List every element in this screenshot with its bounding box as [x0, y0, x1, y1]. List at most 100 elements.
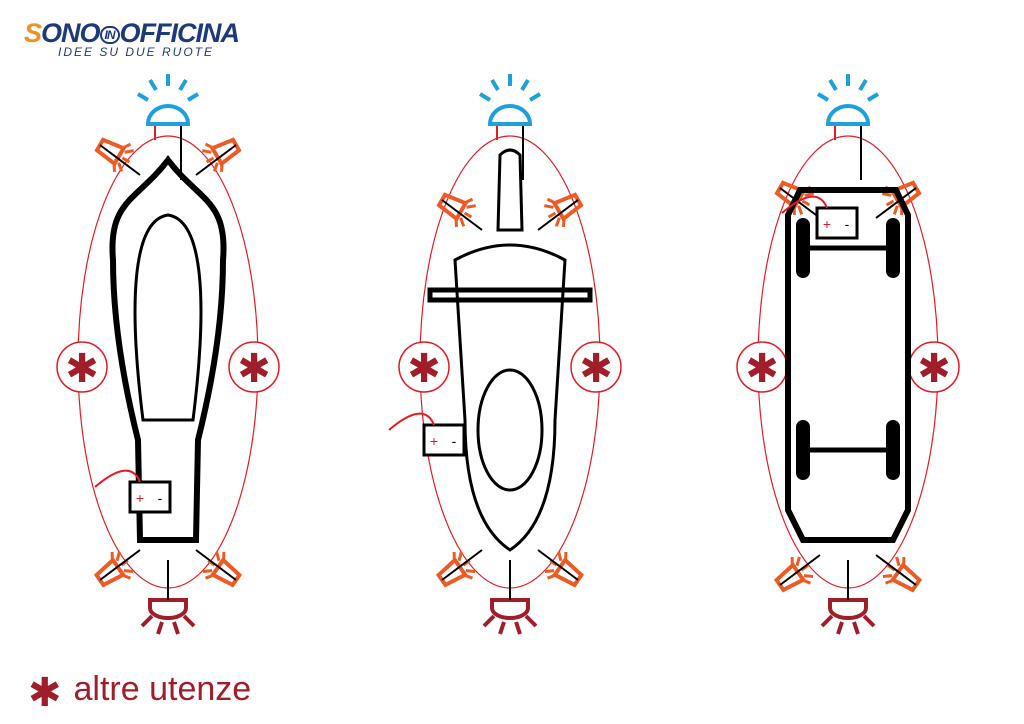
asterisk-icon: ✱ — [65, 346, 99, 392]
turn-signal-ray — [204, 574, 213, 580]
panel-car: ✱✱+- — [736, 74, 960, 635]
rear-light-ray — [498, 621, 506, 635]
turn-signal-ray — [564, 551, 568, 560]
turn-signal-ray — [110, 551, 114, 560]
battery-minus: - — [452, 433, 457, 449]
beacon-dome — [145, 104, 191, 126]
vehicle-car — [785, 187, 911, 543]
turn-signal-ray — [457, 551, 463, 562]
rear-light-body — [828, 598, 868, 620]
turn-signal-ray — [801, 199, 811, 207]
beacon-ray — [858, 78, 868, 92]
aux-outlet-icon: ✱ — [228, 341, 280, 393]
rear-light-icon — [820, 598, 876, 635]
battery-body — [422, 423, 466, 457]
rear-light-ray — [482, 614, 496, 628]
turn-signal-ray — [546, 197, 555, 204]
beacon-ray — [816, 92, 830, 102]
logo-tagline: IDEE SU DUE RUOTE — [58, 45, 215, 59]
turn-signal-ray — [123, 569, 134, 573]
turn-signal-ray — [544, 569, 555, 573]
beacon-ray — [178, 78, 188, 92]
aux-circle — [570, 341, 622, 393]
turn-signal-ray — [123, 574, 132, 580]
asterisk-icon: ✱ — [407, 346, 441, 392]
turn-signal-ray — [205, 156, 215, 164]
battery-positive-wire — [781, 195, 828, 214]
car-wheel — [886, 420, 900, 480]
turn-signal-ray — [795, 556, 801, 567]
turn-signal-ray — [123, 142, 132, 149]
asterisk-icon: ✱ — [579, 346, 613, 392]
turn-signal-ray — [790, 556, 794, 565]
rear-light-icon — [140, 598, 196, 635]
aux-outlet-icon: ✱ — [398, 341, 450, 393]
indicator-wire — [195, 144, 237, 176]
indicator-wire — [537, 199, 579, 231]
turn-signal-icon — [436, 192, 476, 227]
aux-circle — [228, 341, 280, 393]
indicator-wire — [779, 187, 821, 219]
vehicle-motorcycle — [109, 155, 227, 543]
indicator-wire — [441, 199, 483, 231]
indicator-wire — [195, 549, 237, 581]
indicator-wire — [875, 187, 917, 219]
aux-outlet-icon: ✱ — [56, 341, 108, 393]
turn-signal-ray — [204, 142, 213, 149]
beacon-ray — [528, 92, 542, 102]
rear-light-ray — [156, 621, 164, 635]
rear-light-icon — [482, 598, 538, 635]
turn-signal-body — [889, 561, 923, 593]
motorcycle-frame — [109, 155, 227, 543]
turn-signal-ray — [557, 551, 563, 562]
turn-signal-ray — [465, 569, 476, 573]
scooter-seat — [476, 368, 544, 492]
turn-signal-body — [209, 556, 243, 588]
rear-light-ray — [514, 621, 522, 635]
turn-signal-icon — [202, 137, 242, 172]
turn-signal-ray — [112, 164, 117, 172]
battery-minus: - — [845, 216, 850, 232]
turn-signal-body — [94, 137, 127, 167]
battery-plus: + — [823, 216, 831, 232]
logo-in: IN — [99, 25, 120, 44]
rear-light-ray — [862, 614, 876, 628]
logo-ono: ONO — [41, 18, 101, 48]
rear-light-body — [148, 598, 188, 620]
rear-light-ray — [172, 621, 180, 635]
turn-signal-ray — [124, 149, 134, 154]
turn-signal-icon — [93, 551, 134, 588]
turn-signal-ray — [202, 149, 212, 154]
indicator-wire — [441, 549, 483, 581]
beacon-light-icon — [816, 74, 880, 126]
turn-signal-ray — [803, 574, 814, 578]
rear-light-ray — [852, 621, 860, 635]
turn-signal-ray — [452, 551, 456, 560]
motorcycle-seat — [133, 213, 203, 422]
turn-signal-ray — [459, 217, 466, 227]
battery-minus: - — [158, 490, 163, 506]
turn-signal-ray — [117, 162, 124, 172]
legend: ✱altre utenze — [28, 670, 251, 716]
battery-positive-wire — [388, 412, 435, 431]
turn-signal-ray — [803, 579, 812, 585]
turn-signal-body — [551, 556, 585, 588]
beacon-ray — [520, 78, 530, 92]
vehicle-scooter — [427, 148, 593, 552]
turn-signal-icon — [94, 137, 134, 172]
battery-icon: +- — [422, 423, 466, 457]
turn-signal-ray — [895, 556, 901, 567]
turn-signal-ray — [115, 551, 121, 562]
rear-light-ray — [524, 614, 538, 628]
car-body — [785, 187, 911, 543]
turn-signal-ray — [554, 217, 561, 227]
car-wheel — [886, 218, 900, 278]
aux-outlet-icon: ✱ — [570, 341, 622, 393]
turn-signal-ray — [121, 156, 131, 164]
turn-signal-ray — [546, 574, 555, 580]
turn-signal-ray — [885, 199, 895, 207]
scooter-body — [453, 243, 567, 552]
car-wheel — [796, 218, 810, 278]
legend-label: altre utenze — [73, 670, 252, 708]
